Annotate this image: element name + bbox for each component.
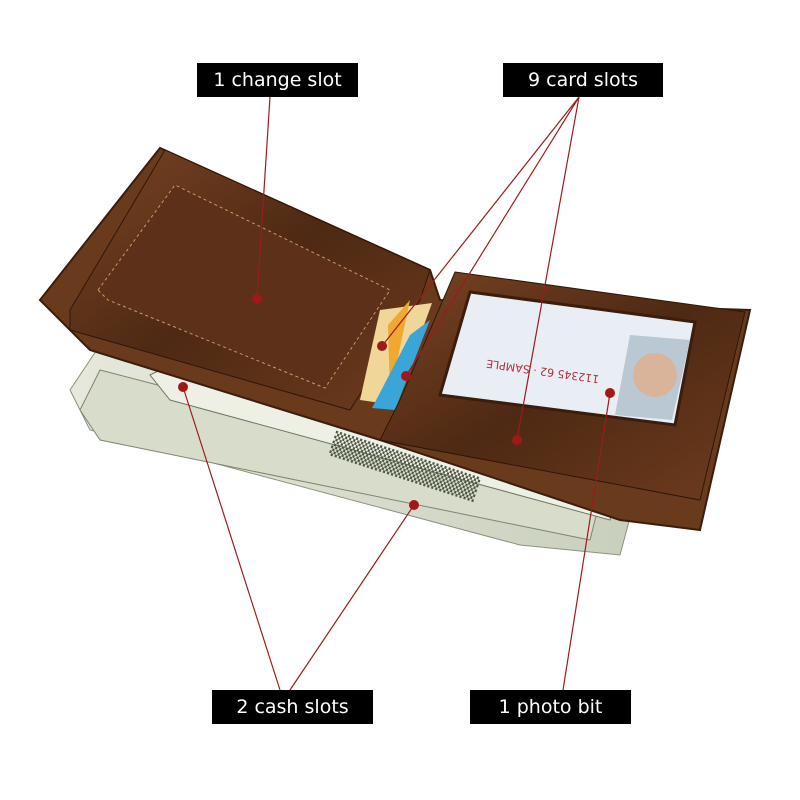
change-slot: [97, 184, 391, 389]
callout-photo-bit: 1 photo bit: [470, 690, 631, 724]
callout-cash-slots: 2 cash slots: [212, 690, 373, 724]
id-face: [633, 353, 677, 397]
callout-lines: [182, 96, 611, 691]
callout-change-slot: 1 change slot: [197, 63, 358, 97]
callout-card-slots: 9 card slots: [503, 63, 663, 97]
card: [372, 320, 430, 410]
callout-dots: [178, 294, 615, 510]
